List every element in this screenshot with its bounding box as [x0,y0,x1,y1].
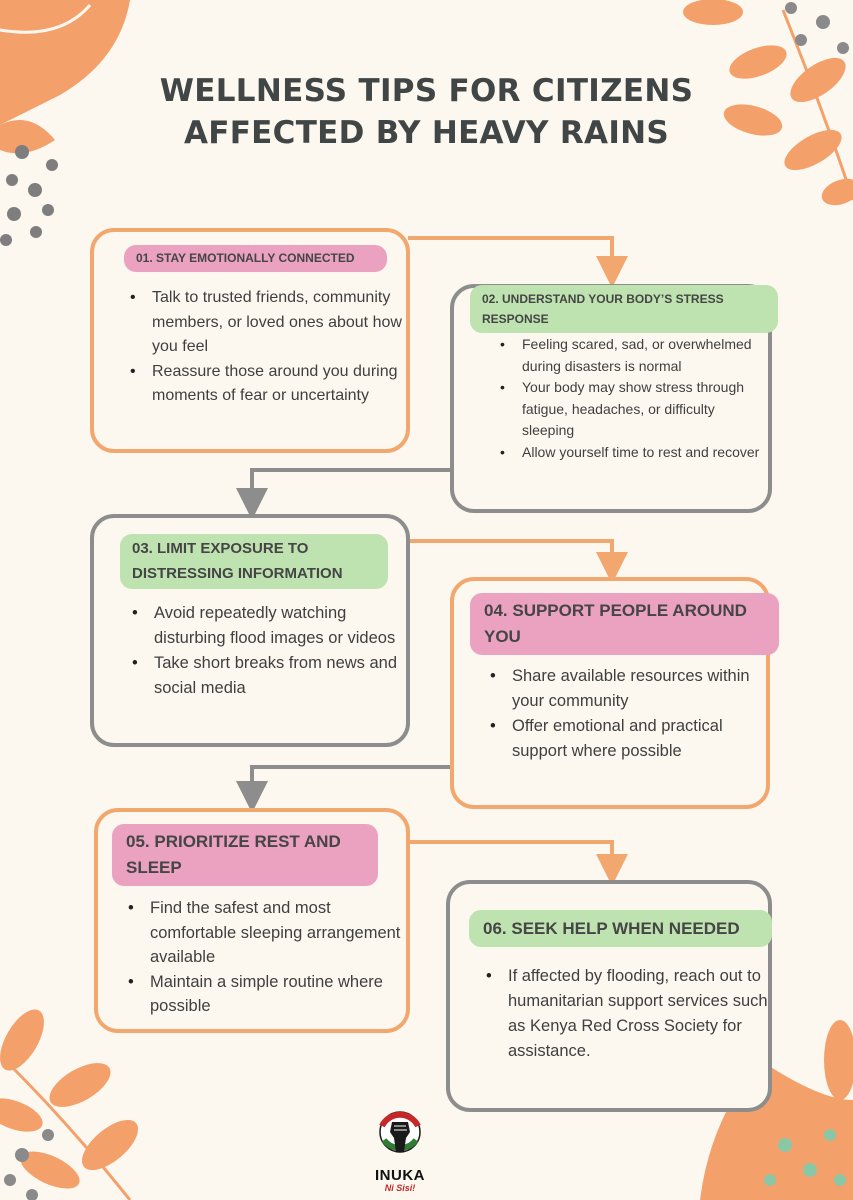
title-line-1: WELLNESS TIPS FOR CITIZENS [159,73,694,109]
tip-heading-02: 02. UNDERSTAND YOUR BODY’S STRESS RESPON… [470,285,778,333]
logo-name: INUKA [375,1167,425,1184]
page-title: WELLNESS TIPS FOR CITIZENS AFFECTED BY H… [0,70,853,154]
tip-list-02: Feeling scared, sad, or overwhelmed duri… [500,334,767,463]
raised-fist-icon [379,1111,421,1153]
tip-list-05: Find the safest and most comfortable sle… [128,896,412,1019]
list-item: Share available resources within your co… [490,664,774,714]
tip-heading-05: 05. PRIORITIZE REST AND SLEEP [112,824,378,886]
arrow-3-to-4 [408,539,628,584]
list-item: If affected by flooding, reach out to hu… [486,964,778,1064]
decorative-leaves-top-left [0,0,130,246]
tip-heading-01: 01. STAY EMOTIONALLY CONNECTED [124,245,387,272]
inuka-logo: INUKA Ni Sisi! [372,1108,428,1193]
tip-list-04: Share available resources within your co… [490,664,774,764]
list-item: Your body may show stress through fatigu… [500,377,767,442]
logo-tagline: Ni Sisi! [384,1183,416,1193]
list-item: Maintain a simple routine where possible [128,970,412,1019]
list-item: Allow yourself time to rest and recover [500,442,767,464]
tip-heading-04: 04. SUPPORT PEOPLE AROUND YOU [470,593,779,655]
title-line-2: AFFECTED BY HEAVY RAINS [183,115,670,151]
arrow-4-to-5 [236,765,450,813]
arrow-1-to-2 [408,236,628,288]
list-item: Feeling scared, sad, or overwhelmed duri… [500,334,767,377]
tip-heading-03: 03. LIMIT EXPOSURE TO DISTRESSING INFORM… [120,534,388,589]
list-item: Talk to trusted friends, community membe… [130,286,414,360]
tip-list-01: Talk to trusted friends, community membe… [130,286,414,409]
tip-heading-06: 06. SEEK HELP WHEN NEEDED [469,910,772,947]
list-item: Reassure those around you during moments… [130,360,414,409]
decorative-leaves-bottom-left [0,1009,139,1200]
arrow-5-to-6 [408,840,628,886]
list-item: Avoid repeatedly watching disturbing flo… [132,601,409,651]
tip-list-03: Avoid repeatedly watching disturbing flo… [132,601,409,701]
decorative-leaves-top-right [683,0,853,206]
arrow-2-to-3 [236,468,450,520]
tip-list-06: If affected by flooding, reach out to hu… [486,964,778,1064]
list-item: Offer emotional and practical support wh… [490,714,774,764]
list-item: Take short breaks from news and social m… [132,651,409,701]
list-item: Find the safest and most comfortable sle… [128,896,412,970]
